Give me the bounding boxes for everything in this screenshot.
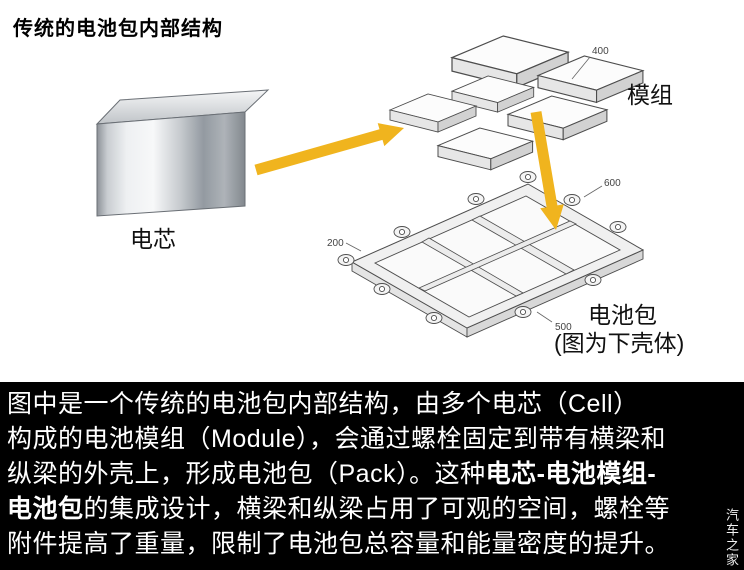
mount-lug <box>425 312 443 324</box>
module-slab <box>437 127 534 171</box>
module-slab <box>507 95 608 141</box>
pack-tray-illustration <box>337 171 645 338</box>
caption-text: 的集成设计，横梁和纵梁占用了可观的空间，螺栓等 <box>83 495 671 523</box>
caption-line: 构成的电池模组（Module），会通过螺栓固定到带有横梁和 <box>7 422 737 457</box>
diagram-canvas: 400 600 200 500 <box>95 35 645 338</box>
module-label: 模组 <box>627 82 673 108</box>
leader-line-500 <box>536 311 553 323</box>
mount-lug <box>584 274 602 286</box>
mount-lug <box>393 226 411 238</box>
mount-lug <box>467 193 485 205</box>
caption-text: 构成的电池模组（Module），会通过螺栓固定到带有横梁和 <box>7 425 666 453</box>
ref-number-600: 600 <box>604 178 621 189</box>
leader-line-400 <box>571 56 591 80</box>
ref-number-500: 500 <box>555 322 572 333</box>
caption-text-bold: 电池包 <box>7 495 84 523</box>
caption-line: 电池包的集成设计，横梁和纵梁占用了可观的空间，螺栓等 <box>7 492 737 527</box>
leader-line-600 <box>583 185 603 198</box>
caption-text-bold: 电芯-电池模组- <box>485 460 657 488</box>
arrow-module-to-pack <box>530 111 564 230</box>
caption-line: 纵梁的外壳上，形成电池包（Pack）。这种电芯-电池模组- <box>7 457 737 492</box>
cell-label: 电芯 <box>130 226 176 252</box>
mount-lug <box>373 283 391 295</box>
tray-long-beam <box>418 220 577 292</box>
ref-number-200: 200 <box>327 238 344 249</box>
mount-lug <box>609 221 627 233</box>
caption-text: 图中是一个传统的电池包内部结构，由多个电芯（Cell） <box>7 390 639 418</box>
mount-lug <box>514 306 532 318</box>
caption-text: 纵梁的外壳上，形成电池包（Pack）。这种 <box>7 460 486 488</box>
caption-line: 附件提高了重量，限制了电池包总容量和能量密度的提升。 <box>7 527 737 562</box>
watermark: 汽车之家 <box>724 508 739 568</box>
arrow-cell-to-module <box>254 123 404 176</box>
battery-cell-illustration <box>95 89 270 217</box>
mount-lug <box>563 194 581 206</box>
cell-front-face <box>96 111 246 217</box>
leader-line-200 <box>345 242 362 252</box>
pack-sublabel: (图为下壳体) <box>554 330 685 356</box>
ref-number-400: 400 <box>592 46 609 57</box>
caption-line: 图中是一个传统的电池包内部结构，由多个电芯（Cell） <box>7 387 737 422</box>
page-title: 传统的电池包内部结构 <box>13 18 223 40</box>
mount-lug <box>519 171 537 183</box>
pack-label: 电池包 <box>588 302 657 328</box>
mount-lug <box>337 254 355 266</box>
caption-panel: 图中是一个传统的电池包内部结构，由多个电芯（Cell） 构成的电池模组（Modu… <box>0 382 744 570</box>
caption-text: 附件提高了重量，限制了电池包总容量和能量密度的提升。 <box>7 530 671 558</box>
